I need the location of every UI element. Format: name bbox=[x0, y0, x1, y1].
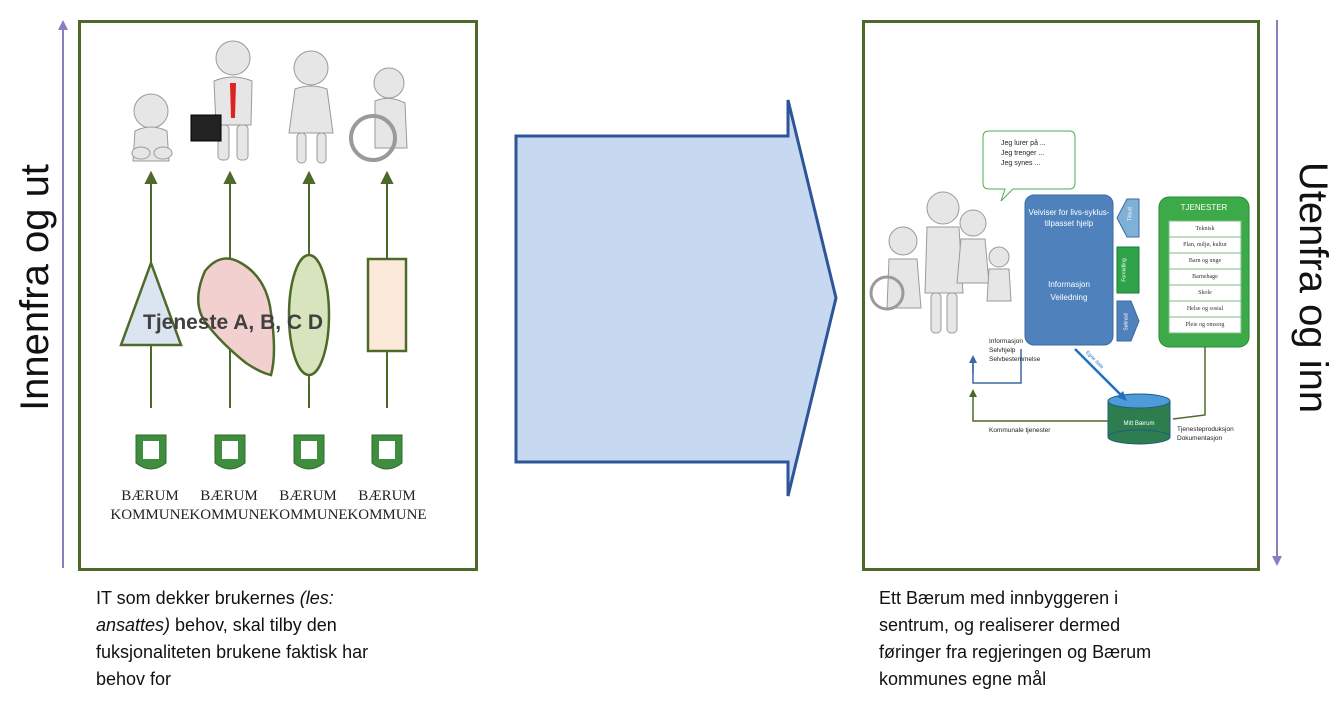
triangle-shape bbox=[119, 259, 183, 347]
kommunale-tjenester-label: Kommunale tjenester bbox=[989, 427, 1051, 434]
left-panel-diagram bbox=[119, 40, 408, 470]
tjenester-item: Barnehage bbox=[1192, 274, 1218, 280]
tjenester-item: Teknisk bbox=[1195, 226, 1215, 232]
tjenester-item: Skole bbox=[1198, 290, 1212, 296]
left-caption: IT som dekker brukernes (les: ansattes) … bbox=[96, 588, 369, 689]
right-caption: Ett Bærum med innbyggeren i sentrum, og … bbox=[879, 588, 1152, 689]
right-axis-label: Utenfra og inn bbox=[1291, 161, 1335, 414]
right-axis-arrow bbox=[1272, 20, 1282, 566]
tjenester-title: TJENESTER bbox=[1180, 203, 1228, 212]
tab-soknad-label: Søknad bbox=[1123, 313, 1130, 331]
tab-tilbud-label: Tilbud bbox=[1127, 207, 1134, 221]
self-service-text: Informasjon Selvhjelp Selvbestemmelse bbox=[989, 338, 1041, 363]
tab-soknad bbox=[1116, 300, 1140, 342]
child-figure-icon bbox=[131, 93, 173, 162]
wheelchair-figure-icon bbox=[349, 67, 408, 162]
tab-tilbud bbox=[1116, 198, 1140, 238]
speech-bubble-text: Jeg lurer på ... Jeg trenger ... Jeg syn… bbox=[1001, 140, 1046, 167]
tjeneste-label: Tjeneste A, B, C D bbox=[143, 311, 324, 334]
veiviser-box bbox=[1024, 194, 1114, 346]
tjenester-item: Helse og sosial bbox=[1186, 306, 1224, 312]
tjenester-item: Barn og unge bbox=[1188, 258, 1222, 264]
caption-italic: (les: ansattes) bbox=[96, 588, 334, 635]
tjenester-item: Plan, miljø, kultur bbox=[1183, 242, 1227, 248]
right-panel: Jeg lurer på ... Jeg trenger ... Jeg syn… bbox=[862, 20, 1260, 571]
db-label: Mitt Bærum bbox=[1123, 421, 1155, 427]
left-axis-label: Innenfra og ut bbox=[12, 164, 57, 411]
big-right-arrow bbox=[514, 99, 838, 497]
veiviser-title: Veiviser for livs-syklus-tilpasset hjelp bbox=[1028, 208, 1110, 228]
left-axis-arrow bbox=[58, 20, 68, 568]
veiviser-sub: Informasjon Veiledning bbox=[1048, 280, 1090, 302]
tab-formidling-label: Formidling bbox=[1121, 258, 1128, 282]
tjenester-list: Teknisk Plan, miljø, kultur Barn og unge… bbox=[1169, 221, 1241, 333]
speech-bubble bbox=[982, 130, 1076, 202]
businessman-figure-icon bbox=[190, 40, 253, 161]
rectangle-shape bbox=[366, 257, 408, 353]
right-panel-diagram bbox=[869, 130, 1250, 445]
kommune-shield-icons bbox=[135, 434, 403, 470]
family-group-icon bbox=[869, 191, 1012, 334]
girl-figure-icon bbox=[288, 50, 334, 164]
ellipse-shape bbox=[287, 253, 331, 377]
produksjon-text: Tjenesteproduksjon Dokumentasjon bbox=[1177, 426, 1234, 442]
tjenester-list-bg bbox=[1168, 220, 1242, 334]
tjenester-item: Pleie og omsorg bbox=[1185, 322, 1225, 328]
tab-formidling bbox=[1116, 246, 1140, 294]
blob-shape bbox=[197, 257, 276, 377]
